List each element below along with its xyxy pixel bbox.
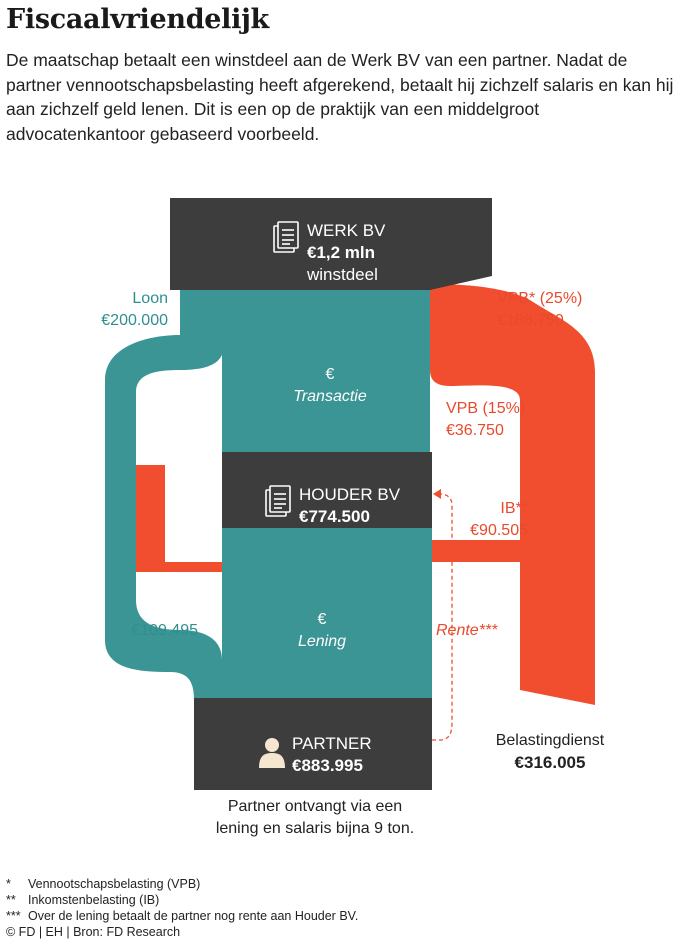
ib-value: €90.505 — [470, 522, 528, 539]
belastingdienst-label: Belastingdienst €316.005 — [480, 730, 620, 774]
werk-bv-label: WERK BV €1,2 mln winstdeel — [307, 220, 385, 286]
document-icon — [265, 485, 291, 517]
vpb15-flow — [432, 540, 520, 562]
footnote-mark: ** — [6, 893, 16, 907]
loon-name: Loon — [132, 290, 168, 307]
caption-line1: Partner ontvangt via een — [227, 798, 403, 815]
partner-box — [194, 698, 432, 790]
houder-bv-name: HOUDER BV — [299, 485, 401, 504]
footnote-mark: *** — [6, 909, 21, 923]
document-icon — [273, 221, 299, 253]
rente-label: Rente*** — [436, 622, 498, 639]
houder-bv-label: HOUDER BV €774.500 — [299, 484, 400, 528]
vpb25-value: €188.750 — [497, 312, 564, 329]
ib-name: IB** — [500, 500, 528, 517]
footnote-2: ** Inkomstenbelasting (IB) — [6, 892, 159, 908]
transactie-symbol: € — [325, 366, 335, 383]
lening-flow — [222, 528, 432, 700]
rente-arrow — [432, 493, 453, 741]
person-icon — [259, 738, 285, 768]
werk-bv-sub: winstdeel — [307, 265, 378, 284]
partner-value: €883.995 — [292, 756, 363, 775]
vpb25-label: VPB* (25%) €188.750 — [497, 288, 582, 332]
ib-label: IB** €90.505 — [430, 498, 528, 542]
loon-net-value: €109.495 — [131, 622, 198, 639]
partner-name: PARTNER — [292, 734, 372, 753]
vpb15-name: VPB (15%) — [446, 400, 526, 417]
werk-bv-name: WERK BV — [307, 221, 386, 240]
lening-symbol: € — [317, 611, 327, 628]
footnote-1: * Vennootschapsbelasting (VPB) — [6, 876, 200, 892]
caption: Partner ontvangt via een lening en salar… — [190, 796, 440, 840]
rente-arrowhead — [433, 489, 441, 499]
belastingdienst-name: Belastingdienst — [495, 732, 605, 749]
caption-line2: lening en salaris bijna 9 ton. — [215, 820, 415, 837]
loon-label: Loon €200.000 — [60, 288, 168, 332]
werk-bv-value: €1,2 mln — [307, 243, 376, 262]
footnote-mark: * — [6, 877, 11, 891]
houder-bv-value: €774.500 — [299, 507, 370, 526]
footnote-3: *** Over de lening betaalt de partner nog… — [6, 908, 358, 924]
lening-name: Lening — [297, 633, 347, 650]
footnote-text: Vennootschapsbelasting (VPB) — [28, 877, 201, 891]
transactie-label: € Transactie — [270, 364, 390, 408]
loon-flow — [105, 276, 224, 700]
vpb15-label: VPB (15%) €36.750 — [446, 398, 525, 442]
vpb25-name: VPB* (25%) — [497, 290, 583, 307]
ib-flow — [136, 465, 595, 690]
page-title: Fiscaalvriendelijk — [6, 4, 269, 35]
footnote-text: Inkomstenbelasting (IB) — [28, 893, 160, 907]
partner-label: PARTNER €883.995 — [292, 733, 372, 777]
belasting-sink — [520, 672, 595, 705]
intro-text: De maatschap betaalt een winstdeel aan d… — [6, 50, 674, 144]
vpb15-value: €36.750 — [446, 422, 504, 439]
loon-value: €200.000 — [101, 312, 168, 329]
transactie-flow — [180, 276, 430, 455]
transactie-name: Transactie — [293, 388, 367, 405]
lening-label: € Lening — [262, 609, 382, 653]
footnote-text: Over de lening betaalt de partner nog re… — [28, 909, 359, 923]
werk-bv-box — [170, 198, 492, 290]
belastingdienst-value: €316.005 — [514, 753, 586, 772]
source-line: © FD | EH | Bron: FD Research — [6, 925, 181, 939]
